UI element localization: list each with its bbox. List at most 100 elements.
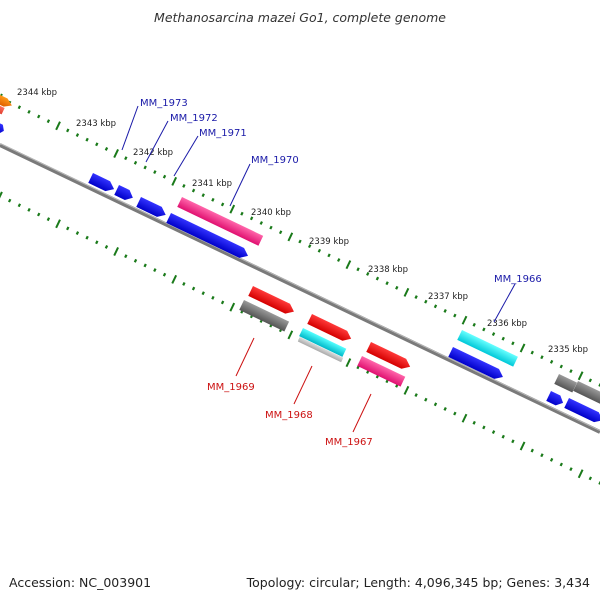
tick-mark	[356, 267, 360, 272]
tick-mark	[249, 216, 254, 221]
gene-label-mm-1973[interactable]: MM_1973	[140, 98, 188, 109]
tick-mark	[153, 268, 157, 272]
tick-mark	[345, 358, 352, 368]
gene-label-mm-1966[interactable]: MM_1966	[494, 274, 542, 285]
gene-feature-mm-1968[interactable]	[307, 314, 353, 344]
gene-feature[interactable]	[166, 213, 250, 261]
gene-label-mm-1969[interactable]: MM_1969	[207, 382, 255, 393]
tick-mark	[443, 309, 447, 313]
tick-mark	[414, 295, 418, 299]
tick-mark	[375, 276, 380, 281]
tick-mark	[549, 457, 554, 462]
gene-label-mm-1968[interactable]: MM_1968	[265, 410, 313, 421]
tick-mark	[433, 402, 438, 407]
tick-mark	[482, 327, 486, 332]
gene-label-mm-1972[interactable]: MM_1972	[170, 113, 218, 124]
tick-mark	[577, 371, 584, 381]
gene-label-mm-1970[interactable]: MM_1970	[251, 155, 299, 166]
tick-mark	[491, 332, 496, 336]
tick-mark	[403, 287, 410, 297]
gene-feature[interactable]	[546, 391, 565, 408]
gene-feature-mm-1971[interactable]	[136, 197, 168, 220]
tick-mark	[327, 253, 331, 258]
tick-mark	[46, 217, 51, 222]
tick-mark	[66, 226, 70, 231]
gene-feature-mm-1970[interactable]	[177, 197, 264, 246]
leader-mm-1972	[145, 120, 169, 163]
tick-mark	[85, 235, 89, 240]
gene-feature[interactable]	[0, 122, 6, 135]
tick-mark	[17, 203, 22, 208]
kbp-label: 2336 kbp	[487, 319, 527, 329]
tick-mark	[278, 230, 283, 235]
gene-feature[interactable]	[299, 328, 347, 357]
tick-mark	[162, 174, 167, 179]
tick-mark	[472, 322, 476, 327]
tick-mark	[540, 355, 544, 360]
tick-mark	[75, 231, 80, 235]
tick-mark	[345, 260, 352, 270]
kbp-ruler: 2344 kbp 2343 kbp 2342 kbp 2341 kbp 2340…	[17, 88, 588, 355]
gene-feature-mm-1969[interactable]	[248, 286, 296, 317]
tick-mark	[259, 221, 263, 225]
gene-feature[interactable]	[0, 92, 14, 110]
tick-mark	[104, 147, 109, 151]
tick-mark	[133, 258, 138, 263]
tick-mark	[588, 378, 593, 383]
gene-feature[interactable]	[357, 356, 406, 387]
kbp-label: 2338 kbp	[368, 265, 408, 275]
tick-mark	[569, 467, 573, 472]
tick-mark	[424, 299, 428, 304]
kbp-label: 2335 kbp	[548, 345, 588, 355]
leader-mm-1966	[493, 283, 516, 323]
tick-mark	[317, 248, 322, 253]
gene-feature[interactable]	[554, 374, 578, 393]
gene-feature[interactable]	[0, 102, 5, 115]
tick-mark	[95, 240, 99, 245]
gene-feature-mm-1973[interactable]	[88, 173, 116, 194]
tick-mark	[472, 420, 476, 425]
gene-feature[interactable]	[448, 347, 505, 382]
gene-features	[0, 92, 600, 425]
tick-mark	[171, 274, 178, 284]
tick-mark	[162, 272, 167, 277]
tick-mark	[511, 341, 515, 346]
accession-text: Accession: NC_003901	[9, 575, 151, 590]
kbp-label: 2337 kbp	[428, 292, 468, 302]
tick-mark	[461, 315, 468, 325]
leader-mm-1973	[121, 105, 139, 151]
tick-mark	[104, 245, 109, 249]
tick-mark	[27, 109, 31, 114]
label-leaders	[121, 105, 516, 433]
gene-feature[interactable]	[297, 337, 344, 363]
tick-mark	[85, 137, 89, 142]
tick-mark	[530, 350, 534, 355]
tick-mark	[424, 397, 428, 402]
gene-feature-mm-1972[interactable]	[114, 185, 135, 203]
gene-feature[interactable]	[239, 300, 290, 332]
tick-mark	[298, 239, 302, 244]
tick-mark	[403, 385, 410, 395]
tick-mark	[95, 142, 99, 147]
tick-mark	[55, 219, 61, 229]
tick-mark	[414, 393, 418, 397]
tick-mark	[182, 184, 186, 188]
tick-mark	[501, 434, 505, 439]
gene-feature-mm-1966[interactable]	[457, 330, 518, 367]
tick-mark	[530, 448, 534, 453]
gene-label-mm-1967[interactable]: MM_1967	[325, 437, 373, 448]
tick-mark	[211, 197, 215, 202]
tick-mark	[453, 313, 457, 318]
gene-feature-mm-1967[interactable]	[366, 342, 412, 372]
tick-mark	[55, 121, 61, 131]
tick-mark	[124, 156, 128, 161]
leader-mm-1967	[352, 393, 372, 433]
kbp-label: 2341 kbp	[192, 179, 232, 189]
gene-feature[interactable]	[564, 398, 600, 425]
gene-label-mm-1971[interactable]: MM_1971	[199, 128, 247, 139]
tick-mark	[220, 300, 225, 305]
gene-feature[interactable]	[573, 381, 600, 404]
tick-mark	[461, 413, 468, 423]
tick-mark	[549, 359, 554, 364]
